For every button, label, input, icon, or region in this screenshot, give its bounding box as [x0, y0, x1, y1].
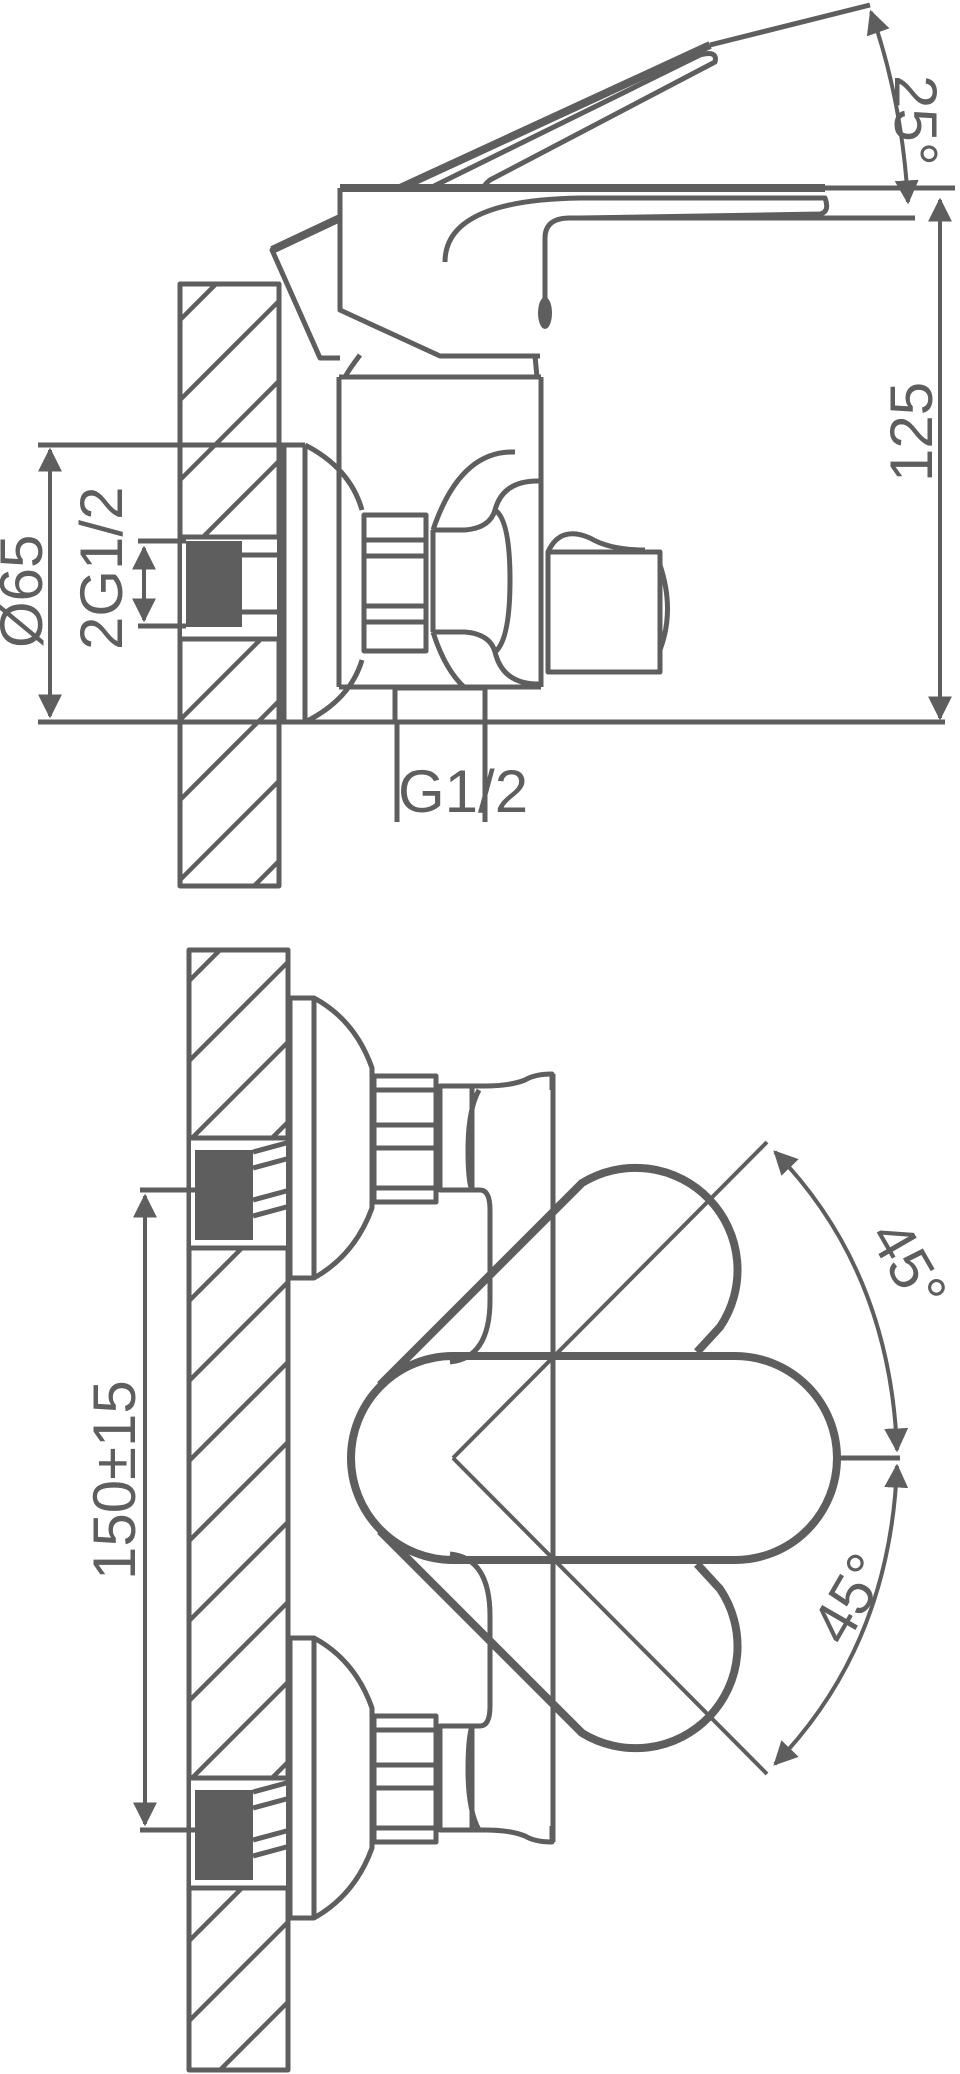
height-label: 125 — [878, 382, 945, 482]
escutcheon-diameter-label: Ø65 — [0, 535, 55, 648]
inlet-thread-top — [186, 541, 242, 627]
valve-body-side — [336, 374, 670, 725]
wall-section-bottom — [186, 947, 291, 2073]
dimension-wall-inlet-thread: 2G1/2 — [68, 487, 186, 650]
dimension-escutcheon-diameter: Ø65 — [0, 442, 300, 725]
outlet-thread-label: G1/2 — [398, 758, 528, 825]
dimension-height: 125 — [300, 197, 952, 725]
dimension-inlet-spacing: 150±15 — [81, 1193, 157, 1827]
front-view: 150±15 45° 45° — [81, 947, 960, 2073]
dimension-outlet-thread: G1/2 — [394, 722, 528, 825]
wall-inlet-thread-label: 2G1/2 — [68, 487, 135, 650]
lever-angle-label: 25° — [882, 75, 949, 166]
side-view: 25° 125 Ø65 2G1/2 G1/2 — [0, 2, 955, 889]
dimension-lever-angle: 25° — [866, 9, 949, 205]
lever-handle-side — [269, 2, 955, 379]
lever-positions — [347, 1140, 900, 1776]
inlet-spacing-label: 150±15 — [81, 1380, 148, 1580]
inlet-upper — [140, 995, 555, 1365]
lever-center — [347, 1352, 841, 1564]
escutcheon-side — [281, 442, 365, 725]
